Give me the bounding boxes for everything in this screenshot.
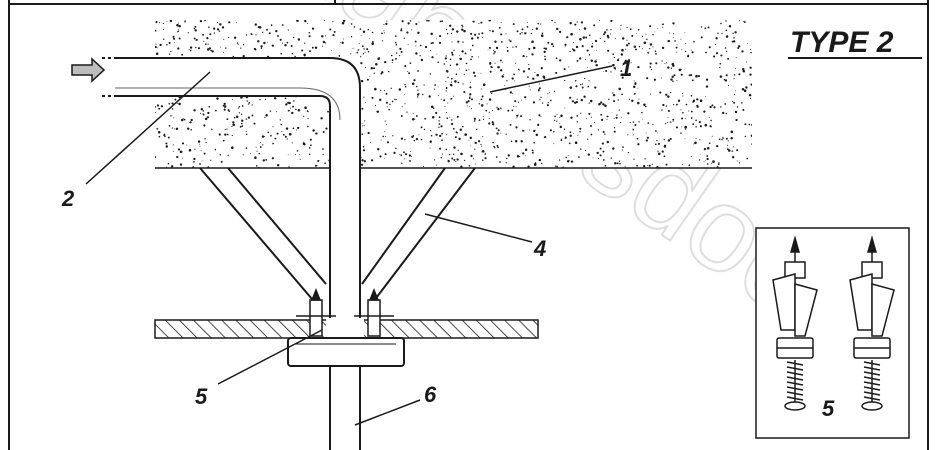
ceiling-collar [287, 337, 405, 367]
page-frame [8, 0, 929, 450]
anchor-bolt-right [849, 235, 895, 411]
ceiling-slab [155, 20, 752, 169]
callout-6: 6 [424, 382, 437, 407]
leader-lines [85, 65, 613, 426]
anchor-detail-inset: 5 [755, 227, 910, 439]
support-struts [199, 167, 476, 307]
ceiling-board [154, 318, 539, 340]
callout-4: 4 [533, 236, 546, 261]
board-anchors [296, 287, 394, 337]
right-arrow-icon [71, 57, 106, 83]
callout-2: 2 [61, 186, 75, 211]
anchor-bolt-left [772, 235, 818, 411]
callout-5-detail: 5 [822, 396, 835, 421]
callout-1: 1 [620, 56, 632, 81]
duct-pipe [102, 57, 361, 330]
callout-5-main: 5 [195, 384, 208, 409]
diagram-title: TYPE 2 [790, 26, 894, 59]
down-pipe [329, 366, 361, 450]
